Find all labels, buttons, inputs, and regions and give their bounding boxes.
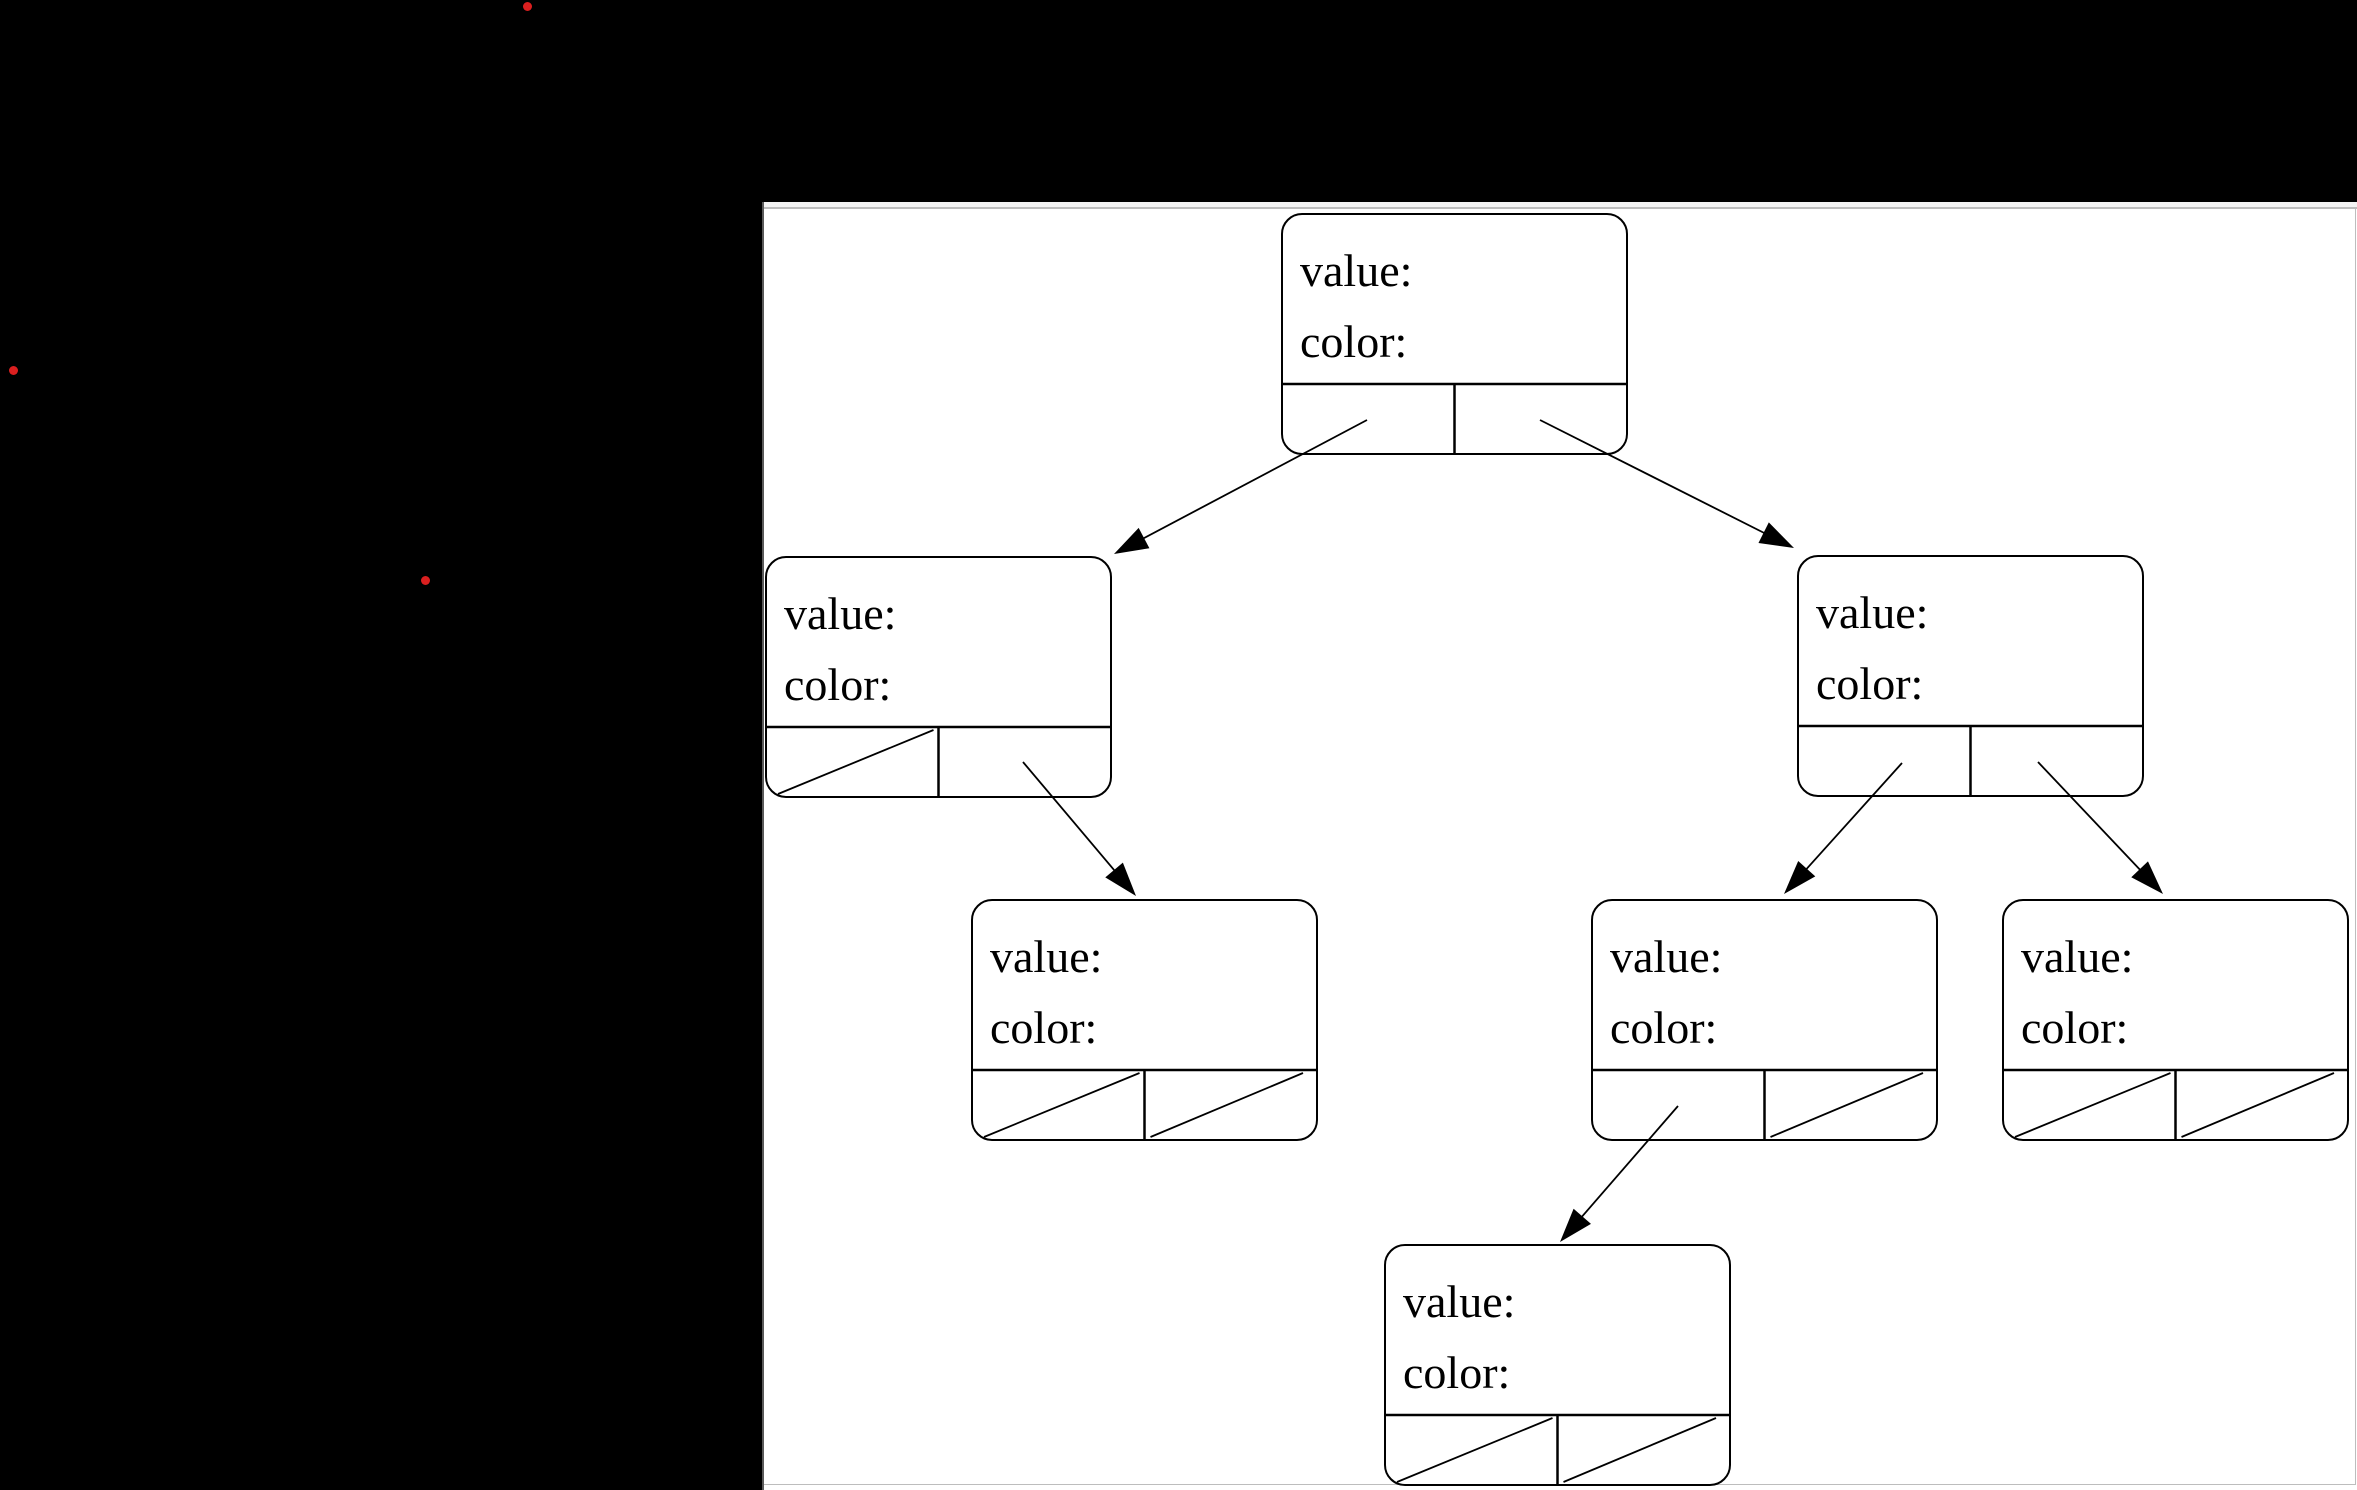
null-pointer-slash-left: [1396, 1417, 1553, 1483]
arrowhead-icon: [1105, 862, 1136, 896]
tree-edge-root-right-to-right-child: [1539, 419, 1794, 548]
tree-node-right-child: value: color:: [1797, 555, 2144, 797]
edge-line: [1022, 761, 1118, 874]
null-pointer-slash-right: [2181, 1072, 2335, 1138]
tree-node-right-left-left-greatgrandchild: value: color:: [1384, 1244, 1731, 1486]
tree-node-left-right-grandchild: value: color:: [971, 899, 1318, 1141]
tree-edge-right-child-left-to-right-left-grandchild: [1784, 762, 1903, 894]
tree-edge-right-left-grandchild-left-to-right-left-left-greatgrandchild: [1560, 1105, 1679, 1242]
window-right-border: [2354, 207, 2356, 1484]
arrowhead-icon: [1784, 861, 1816, 894]
null-pointer-slash-left: [777, 729, 934, 795]
edge-line: [2037, 761, 2144, 873]
arrowhead-icon: [1560, 1208, 1591, 1242]
null-pointer-slash-right: [1563, 1417, 1717, 1483]
node-value-label: value:: [1300, 245, 1412, 296]
node-value-label: value:: [990, 931, 1102, 982]
node-value-label: value:: [1816, 587, 1928, 638]
node-color-label: color:: [2021, 1002, 2128, 1053]
arrowhead-icon: [1758, 522, 1794, 548]
red-annotation-dot: [522, 1, 532, 11]
tree-node-left-child: value: color:: [765, 556, 1112, 798]
edge-line: [1140, 419, 1368, 541]
null-pointer-slash-left: [2014, 1072, 2171, 1138]
node-color-label: color:: [1816, 658, 1923, 709]
tree-node-root: value: color:: [1281, 213, 1628, 455]
arrowhead-icon: [1114, 527, 1150, 554]
node-value-label: value:: [2021, 931, 2133, 982]
node-color-label: color:: [1300, 316, 1407, 367]
tree-edge-left-child-right-to-left-right-grandchild: [1022, 761, 1136, 896]
window-top-border: [764, 207, 2357, 209]
null-pointer-slash-right: [1150, 1072, 1304, 1138]
node-color-label: color:: [990, 1002, 1097, 1053]
node-value-label: value:: [784, 588, 896, 639]
node-value-label: value:: [1610, 931, 1722, 982]
null-pointer-slash-left: [983, 1072, 1140, 1138]
edge-line: [1578, 1105, 1679, 1220]
red-annotation-dot: [8, 365, 18, 375]
tree-edge-right-child-right-to-right-right-grandchild: [2037, 761, 2163, 894]
node-color-label: color:: [784, 659, 891, 710]
null-pointer-slash-right: [1770, 1072, 1924, 1138]
node-color-label: color:: [1610, 1002, 1717, 1053]
red-annotation-dot: [420, 575, 430, 585]
arrowhead-icon: [2131, 861, 2163, 894]
node-value-label: value:: [1403, 1276, 1515, 1327]
node-color-label: color:: [1403, 1347, 1510, 1398]
edge-line: [1539, 419, 1768, 536]
tree-edge-root-left-to-left-child: [1114, 419, 1368, 554]
tree-node-right-right-grandchild: value: color:: [2002, 899, 2349, 1141]
edge-line: [1803, 762, 1903, 873]
window-top-strip: [764, 202, 2357, 207]
tree-node-right-left-grandchild: value: color:: [1591, 899, 1938, 1141]
